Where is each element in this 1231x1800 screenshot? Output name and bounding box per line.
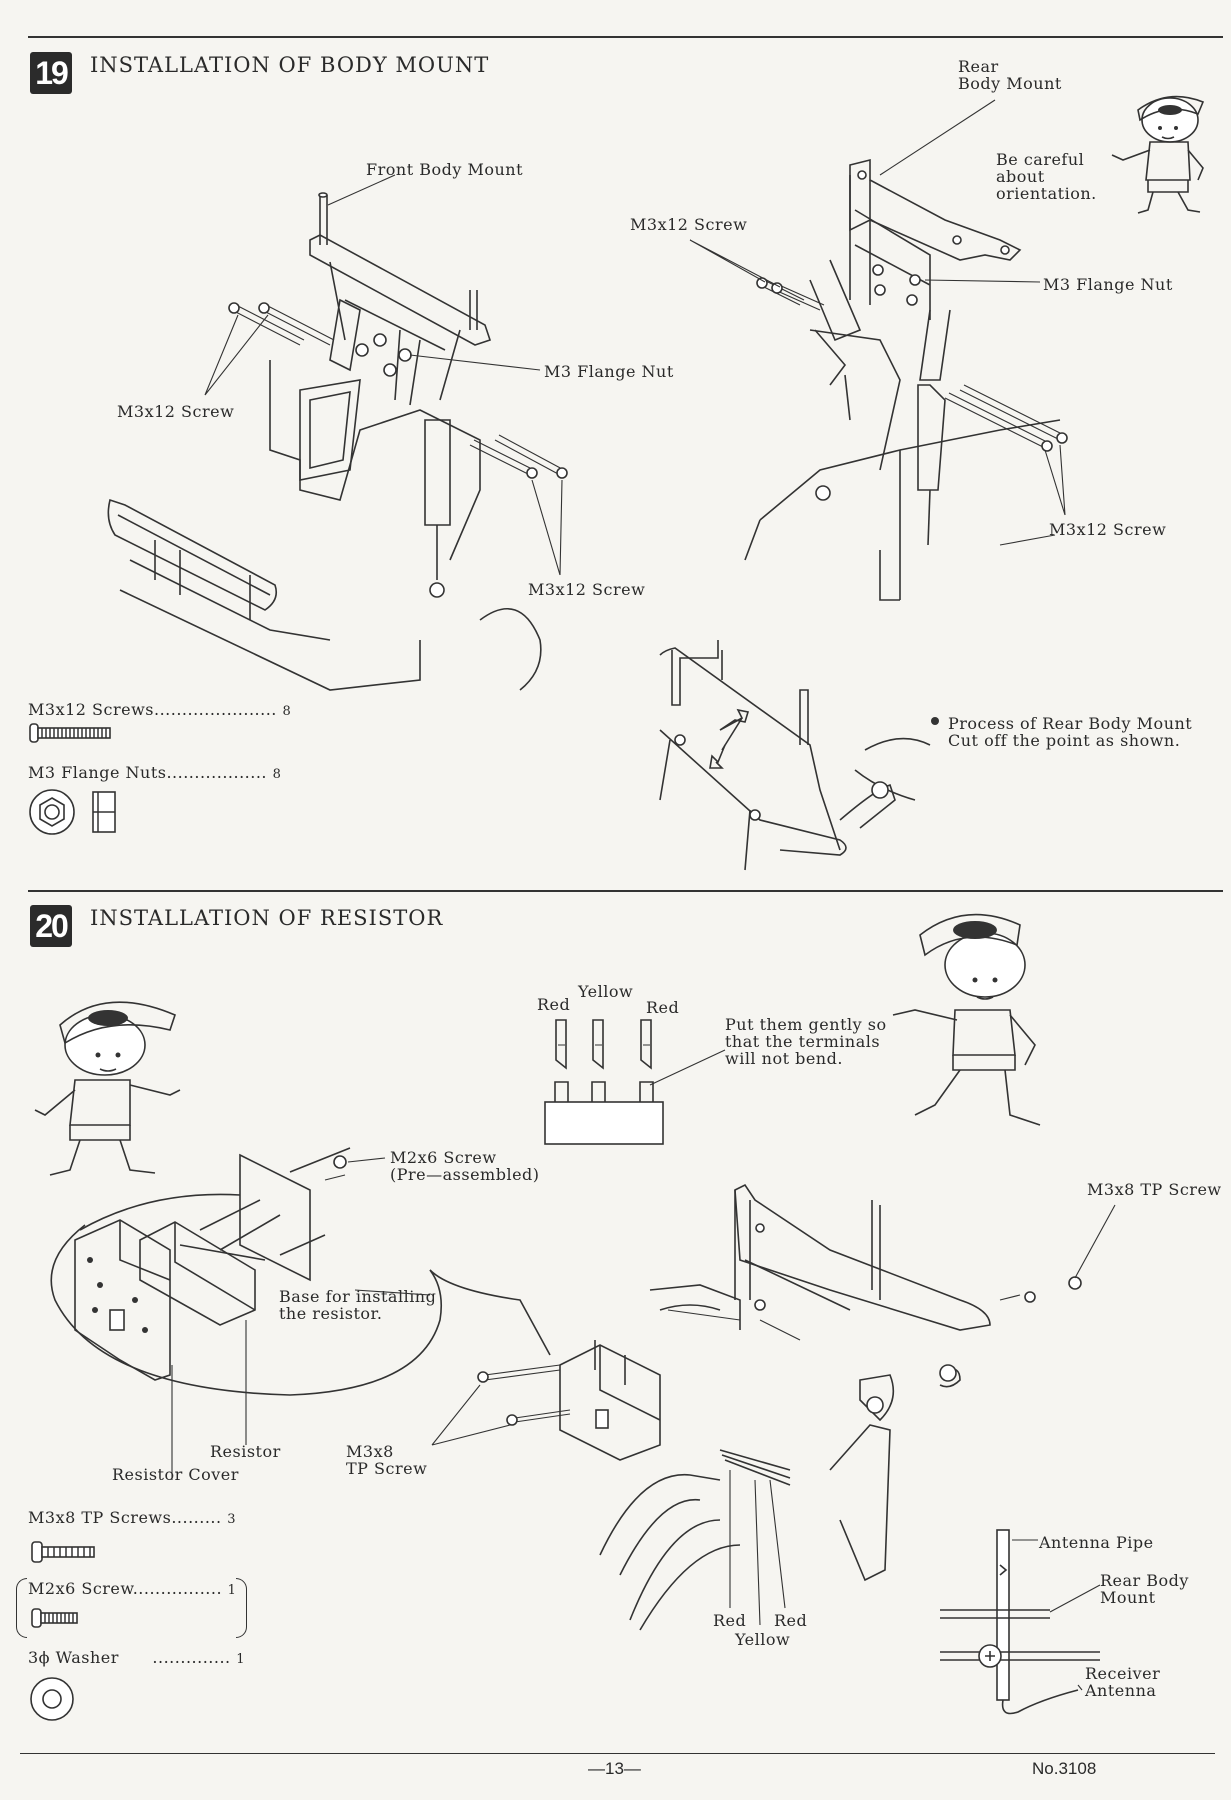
m3x12-screw-top-label: M3x12 Screw (630, 215, 748, 234)
yellow-label: Yellow (578, 982, 634, 1001)
part-leader: .............. (152, 1648, 231, 1667)
rear-body-mount-label: Rear Body Mount (958, 57, 1062, 93)
part-name: M2x6 Screw (28, 1579, 133, 1598)
antenna-pipe-label: Antenna Pipe (1039, 1533, 1154, 1552)
section-20-badge: 20 (30, 905, 72, 947)
part-leader: ......... (171, 1508, 222, 1527)
part-leader: ...................... (153, 700, 277, 719)
m3-flange-nut-right-label: M3 Flange Nut (1043, 275, 1173, 294)
screw-icon (31, 1541, 95, 1563)
base-for-installing-label: Base for installing the resistor. (279, 1287, 437, 1323)
rear-body-mount-label-2: Rear Body Mount (1100, 1571, 1189, 1607)
mascot-icon (892, 913, 1041, 1126)
section-19-title: INSTALLATION OF BODY MOUNT (90, 53, 490, 77)
part-leader: ................ (132, 1579, 223, 1598)
parts-row: M3x12 Screws...................... 8 (28, 700, 291, 719)
part-qty: 8 (272, 767, 282, 782)
front-body-mount-label: Front Body Mount (366, 160, 524, 179)
m3x8-tp-screw-bottom-label: M3x8 TP Screw (346, 1442, 428, 1478)
parts-row: 3ϕ Washer .............. 1 (28, 1648, 245, 1667)
m3-flange-nut-left-label: M3 Flange Nut (544, 362, 674, 381)
process-detail-drawing (659, 640, 931, 871)
section-20-title: INSTALLATION OF RESISTOR (90, 906, 444, 930)
red-right-label: Red (646, 998, 680, 1017)
red-bottom-right-label: Red (774, 1611, 808, 1630)
footer-rule (20, 1753, 1215, 1754)
part-qty: 1 (227, 1583, 237, 1598)
parts-row: M3x8 TP Screws......... 3 (28, 1508, 236, 1527)
resistor-cover-label: Resistor Cover (112, 1465, 239, 1484)
parts-row: M3 Flange Nuts.................. 8 (28, 763, 281, 782)
top-rule (28, 36, 1223, 38)
washer-icon (30, 1677, 74, 1721)
screw-icon (31, 1608, 78, 1628)
part-qty: 3 (227, 1512, 236, 1527)
rear-body-mount-drawing (689, 99, 1068, 601)
part-name: M3x8 TP Screws (28, 1508, 172, 1527)
bullet-icon (931, 717, 939, 725)
mascot-icon (34, 1001, 181, 1176)
part-qty: 8 (282, 704, 292, 719)
m3x8-tp-screw-right-label: M3x8 TP Screw (1087, 1180, 1222, 1199)
front-body-mount-drawing (107, 174, 568, 691)
resistor-label: Resistor (210, 1442, 281, 1461)
red-bottom-left-label: Red (713, 1611, 747, 1630)
chassis-install-drawing (324, 1174, 1116, 1631)
m3x12-screw-bottom-label: M3x12 Screw (528, 580, 646, 599)
m2x6-screw-label: M2x6 Screw (Pre—assembled) (390, 1148, 540, 1184)
mascot-icon (1111, 95, 1205, 214)
m3x12-screw-left-label: M3x12 Screw (117, 402, 235, 421)
process-note-label: Process of Rear Body Mount Cut off the p… (948, 714, 1193, 750)
bracket-close (236, 1578, 247, 1638)
document-number: No.3108 (1032, 1759, 1097, 1778)
be-careful-label: Be careful about orientation. (996, 150, 1097, 203)
screw-icon (29, 723, 111, 743)
m3x12-screw-right-label: M3x12 Screw (1049, 520, 1167, 539)
part-name: 3ϕ Washer (28, 1648, 119, 1667)
yellow-bottom-label: Yellow (735, 1630, 791, 1649)
flange-nut-icon (29, 789, 116, 835)
resistor-detail-drawing (50, 1147, 551, 1480)
bracket-open (16, 1578, 27, 1638)
terminal-connector-drawing (544, 1019, 726, 1145)
put-them-gently-label: Put them gently so that the terminals wi… (725, 1015, 887, 1068)
part-leader: .................. (166, 763, 267, 782)
red-left-label: Red (537, 995, 571, 1014)
section-19-badge: 19 (30, 52, 72, 94)
section-19-illustrations (107, 99, 1068, 871)
receiver-antenna-label: Receiver Antenna (1085, 1664, 1161, 1700)
part-qty: 1 (236, 1652, 245, 1667)
part-name: M3 Flange Nuts (28, 763, 167, 782)
page-number: —13— (588, 1759, 641, 1778)
part-name: M3x12 Screws (28, 700, 154, 719)
parts-row: M2x6 Screw................ 1 (28, 1579, 236, 1598)
section-divider (28, 890, 1223, 892)
antenna-detail-drawing (940, 1529, 1101, 1715)
